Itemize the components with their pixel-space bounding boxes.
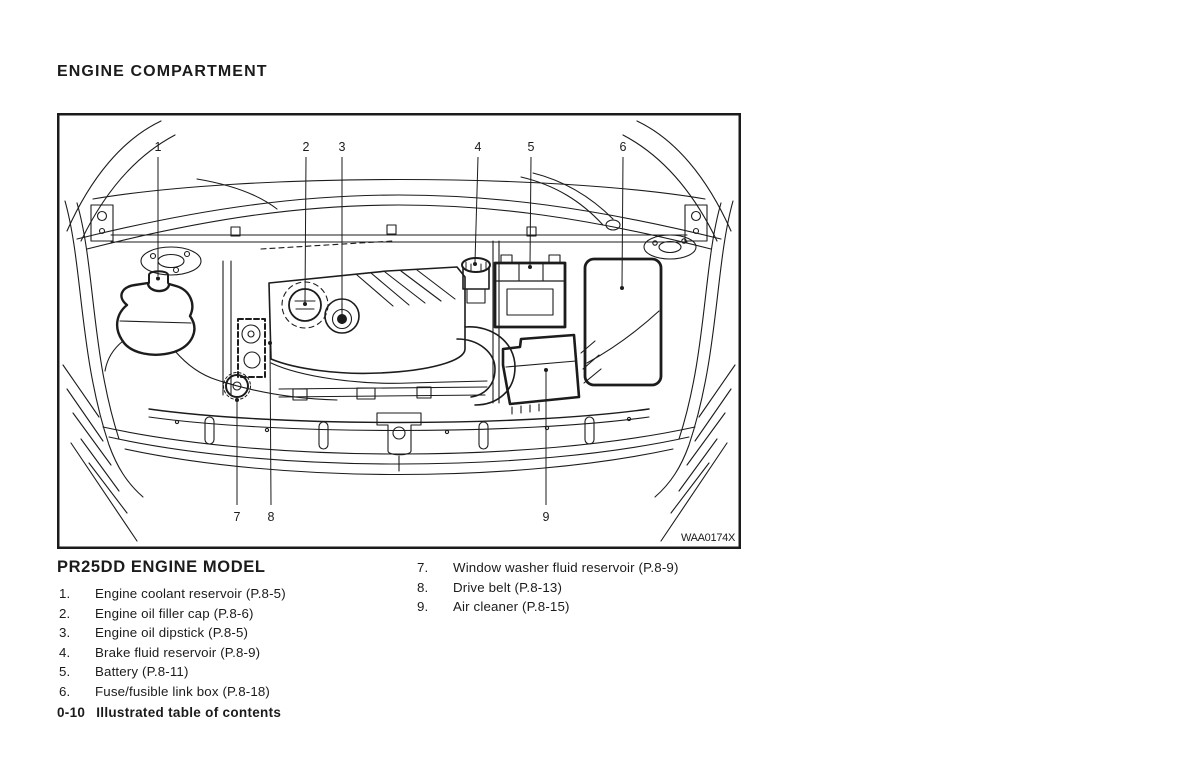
legend-item-label: Engine coolant reservoir (P.8-5)	[95, 586, 286, 601]
legend-item-label: Brake fluid reservoir (P.8-9)	[95, 644, 261, 660]
legend-item: 8. Drive belt (P.8-13)	[417, 578, 757, 598]
callout-7: 7	[234, 510, 241, 524]
legend-item: 7. Window washer fluid reservoir (P.8-9)	[417, 558, 757, 578]
legend-item-number: 2.	[59, 605, 71, 621]
engine-cover-art	[260, 240, 466, 375]
legend-item: 1. Engine coolant reservoir (P.8-5)	[59, 584, 399, 604]
legend-item-number: 5.	[59, 664, 71, 679]
footer-section-label: Illustrated table of contents	[96, 705, 282, 720]
legend-item-number: 6.	[59, 683, 71, 699]
figure-code: WAA0174X	[681, 532, 736, 544]
legend-item-label: Battery (P.8-11)	[95, 664, 189, 679]
callout-1: 1	[155, 140, 162, 154]
page-number: 0-10	[57, 705, 86, 720]
drive-belt-art	[237, 318, 266, 378]
legend-item: 6. Fuse/fusible link box (P.8-18)	[59, 682, 399, 702]
legend-heading: PR25DD ENGINE MODEL	[57, 558, 266, 576]
legend-item-number: 7.	[417, 560, 429, 575]
legend-item-label: Window washer fluid reservoir (P.8-9)	[453, 560, 679, 575]
legend-item: 2. Engine oil filler cap (P.8-6)	[59, 604, 399, 624]
callout-leaders	[156, 156, 624, 506]
fuse-box-art	[583, 257, 663, 387]
legend-item-label: Fuse/fusible link box (P.8-18)	[95, 683, 270, 699]
legend-item-number: 3.	[59, 625, 71, 640]
callout-4: 4	[475, 140, 482, 154]
brake-reservoir-art	[461, 257, 491, 304]
diagram-frame	[57, 113, 741, 549]
page-footer: 0-10 Illustrated table of contents	[57, 705, 281, 720]
legend-item-number: 4.	[59, 644, 71, 660]
hood-latch-art	[376, 412, 422, 456]
legend-item-label: Air cleaner (P.8-15)	[453, 599, 570, 614]
legend-list-left: 1. Engine coolant reservoir (P.8-5) 2. E…	[59, 584, 399, 701]
coolant-reservoir-art	[104, 270, 218, 381]
callout-9: 9	[543, 510, 550, 524]
callout-3: 3	[339, 140, 346, 154]
legend-item: 4. Brake fluid reservoir (P.8-9)	[59, 643, 399, 663]
callout-6: 6	[620, 140, 627, 154]
legend-item: 5. Battery (P.8-11)	[59, 662, 399, 682]
legend-item-label: Engine oil dipstick (P.8-5)	[95, 625, 249, 640]
callout-numbers: 1 2 3 4 5 6 7 8 9	[155, 140, 627, 524]
legend-item-number: 8.	[417, 579, 429, 595]
page-title: ENGINE COMPARTMENT	[57, 63, 268, 80]
legend-item-label: Engine oil filler cap (P.8-6)	[95, 605, 254, 621]
air-cleaner-art	[501, 333, 602, 415]
engine-compartment-diagram: 1 2 3 4 5 6 7 8 9 WAA0174X	[57, 113, 741, 549]
legend-list-right: 7. Window washer fluid reservoir (P.8-9)…	[417, 558, 757, 617]
legend-item-number: 9.	[417, 599, 429, 614]
engine-bay-art	[62, 120, 736, 542]
legend-item: 3. Engine oil dipstick (P.8-5)	[59, 623, 399, 643]
legend-item-number: 1.	[59, 586, 71, 601]
legend-item-label: Drive belt (P.8-13)	[453, 579, 563, 595]
legend-item: 9. Air cleaner (P.8-15)	[417, 597, 757, 617]
callout-8: 8	[268, 510, 275, 524]
callout-2: 2	[303, 140, 310, 154]
callout-5: 5	[528, 140, 535, 154]
